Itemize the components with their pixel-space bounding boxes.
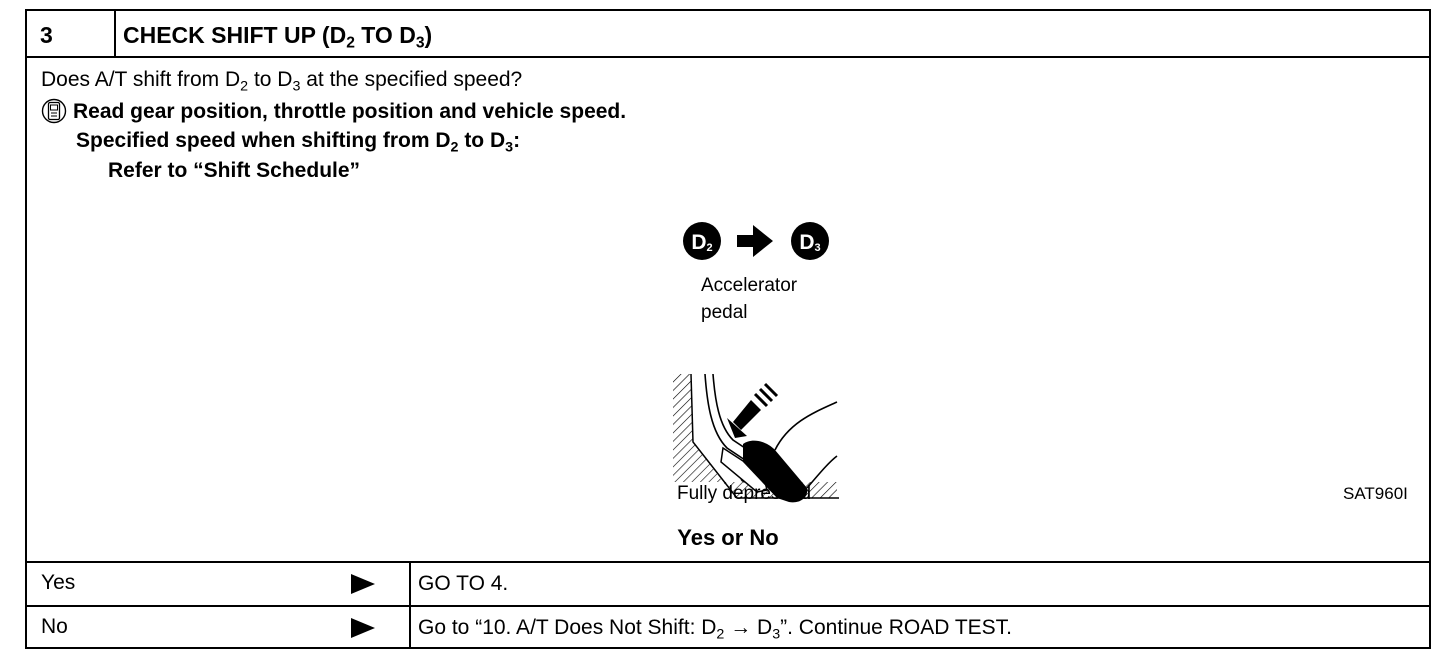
fully-depressed-label: Fully depressed <box>677 483 812 504</box>
diagnostic-table: 3 CHECK SHIFT UP (D2 TO D3) Does A/T shi… <box>25 9 1431 649</box>
consult-tool-icon <box>41 98 67 124</box>
arrow-right-icon <box>351 618 375 638</box>
answer-row-no[interactable]: No Go to “10. A/T Does Not Shift: D2 → D… <box>27 605 1429 649</box>
gear-from-badge: D2 <box>683 222 721 260</box>
accelerator-figure: D2 D3 <box>639 212 839 507</box>
gear-to-badge: D3 <box>791 222 829 260</box>
shoe-illustration <box>743 401 838 503</box>
step-number: 3 <box>27 11 116 56</box>
pedal-arm <box>704 373 768 493</box>
instruction-text: Read gear position, throttle position an… <box>73 100 627 123</box>
question-text: Does A/T shift from D2 to D3 at the spec… <box>41 68 523 95</box>
shift-arrow-icon <box>737 225 773 257</box>
step-title: CHECK SHIFT UP (D2 TO D3) <box>123 22 433 52</box>
figure-reference-code: SAT960I <box>1343 484 1408 503</box>
step-body: Does A/T shift from D2 to D3 at the spec… <box>27 58 1429 561</box>
accelerator-label-line1: Accelerator <box>701 275 798 296</box>
accelerator-label-line2: pedal <box>701 302 748 323</box>
refer-line: Refer to “Shift Schedule” <box>108 159 361 182</box>
answer-action-yes: GO TO 4. <box>418 572 509 595</box>
answer-label-yes: Yes <box>41 571 76 594</box>
step-header: 3 CHECK SHIFT UP (D2 TO D3) <box>27 11 1429 58</box>
yes-or-no-prompt: Yes or No <box>677 525 779 550</box>
press-arrow-icon <box>727 382 779 438</box>
answer-action-no: Go to “10. A/T Does Not Shift: D2 → D3”.… <box>418 616 1013 643</box>
instruction-line: Read gear position, throttle position an… <box>41 98 626 124</box>
answer-row-yes[interactable]: Yes GO TO 4. <box>27 561 1429 605</box>
spec-line: Specified speed when shifting from D2 to… <box>76 129 521 156</box>
arrow-right-icon <box>351 574 375 594</box>
answer-label-no: No <box>41 615 68 638</box>
